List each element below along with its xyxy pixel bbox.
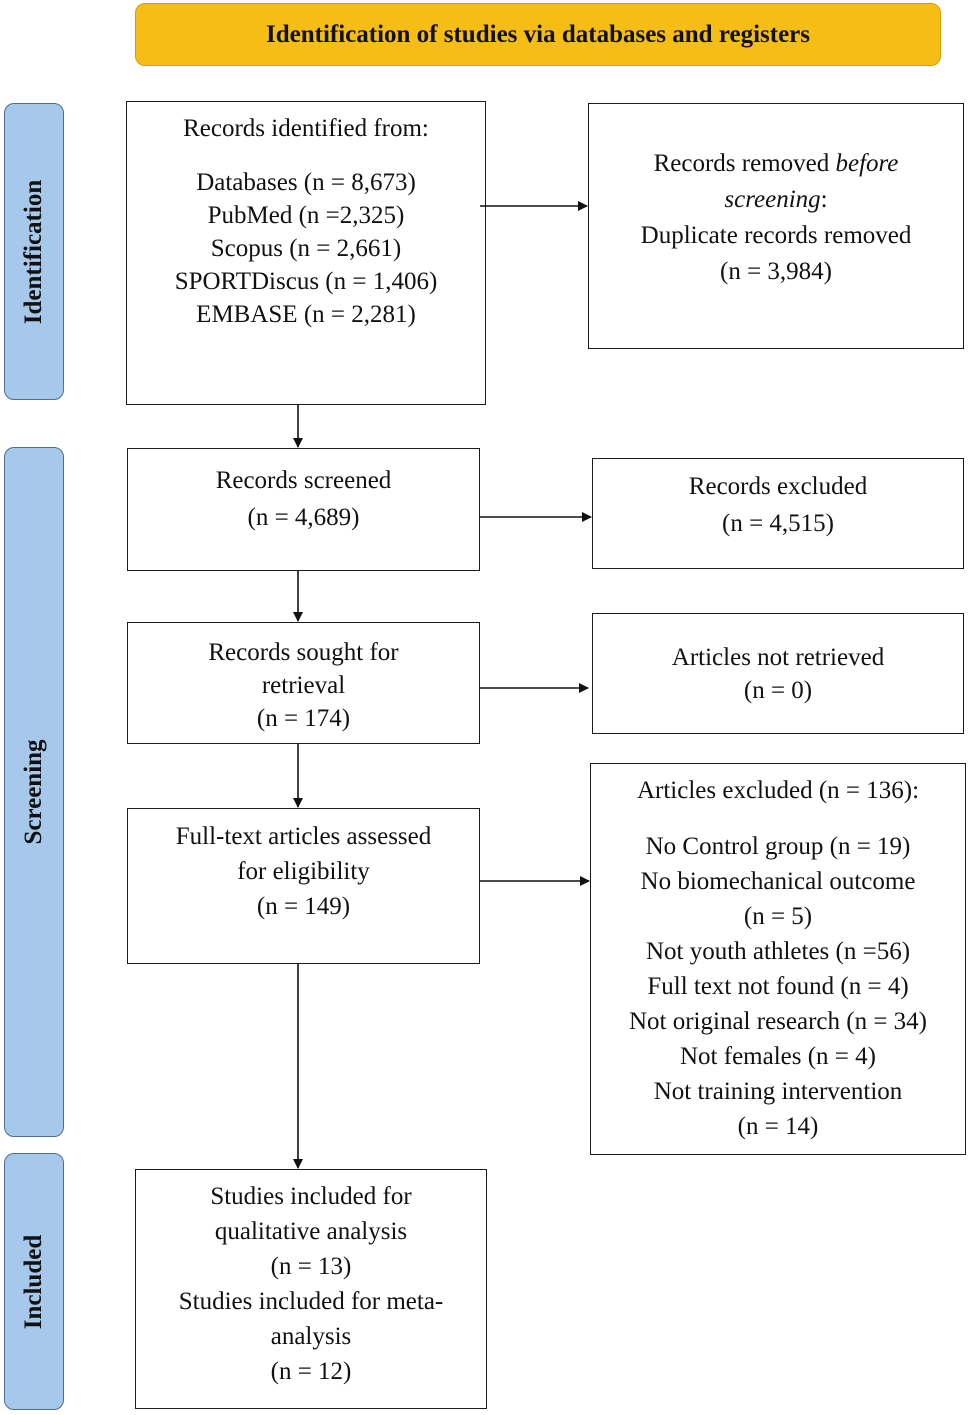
records-sought-line: retrieval <box>261 672 346 699</box>
records-sought-box: Records sought for retrieval (n = 174) <box>127 622 480 744</box>
records-sought-line: (n = 174) <box>256 705 351 732</box>
records-removed-line: Records removed before <box>589 146 963 182</box>
records-identified-line: Databases (n = 8,673) <box>196 169 416 196</box>
records-removed-italic: screening <box>724 186 821 213</box>
articles-excluded-title: Articles excluded (n = 136): <box>636 777 920 804</box>
articles-not-retrieved-box: Articles not retrieved (n = 0) <box>592 613 964 734</box>
studies-included-box: Studies included for qualitative analysi… <box>135 1169 487 1409</box>
articles-excluded-reason: No Control group (n = 19) <box>645 833 911 860</box>
records-identified-box: Records identified from: Databases (n = … <box>126 101 486 405</box>
fulltext-assessed-line: for eligibility <box>237 858 370 885</box>
records-screened-line: (n = 4,689) <box>247 504 360 531</box>
studies-included-line: (n = 12) <box>270 1358 352 1385</box>
records-removed-prefix: Records removed <box>653 150 836 177</box>
records-identified-line: Scopus (n = 2,661) <box>210 235 402 262</box>
articles-excluded-reason: (n = 5) <box>743 903 813 930</box>
fulltext-assessed-line: (n = 149) <box>256 893 351 920</box>
records-removed-box: Records removed before screening: Duplic… <box>588 103 964 349</box>
records-identified-line: PubMed (n =2,325) <box>207 202 405 229</box>
records-removed-line: screening: <box>589 182 963 218</box>
records-identified-line: SPORTDiscus (n = 1,406) <box>174 268 438 295</box>
phase-identification: Identification <box>4 103 64 400</box>
articles-excluded-reason: Not youth athletes (n =56) <box>645 938 911 965</box>
records-identified-title: Records identified from: <box>183 115 429 142</box>
studies-included-line: analysis <box>270 1323 352 1350</box>
records-screened-line: Records screened <box>215 467 392 494</box>
phase-screening: Screening <box>4 447 64 1137</box>
studies-included-line: Studies included for meta- <box>178 1288 444 1315</box>
records-removed-italic: before <box>835 150 899 177</box>
records-identified-line: EMBASE (n = 2,281) <box>196 301 416 328</box>
section-header-title: Identification of studies via databases … <box>265 20 810 48</box>
records-screened-box: Records screened (n = 4,689) <box>127 448 480 571</box>
records-excluded-line: Records excluded <box>688 473 868 500</box>
articles-not-retrieved-line: (n = 0) <box>743 677 813 704</box>
studies-included-line: Studies included for <box>210 1183 412 1210</box>
articles-excluded-reason: Full text not found (n = 4) <box>647 973 909 1000</box>
studies-included-line: qualitative analysis <box>214 1218 408 1245</box>
articles-excluded-reason: Not training intervention <box>653 1078 903 1105</box>
articles-excluded-reason: Not original research (n = 34) <box>628 1008 928 1035</box>
records-removed-suffix: : <box>820 186 828 213</box>
articles-not-retrieved-line: Articles not retrieved <box>671 644 885 671</box>
records-sought-line: Records sought for <box>208 639 399 666</box>
articles-excluded-reason: No biomechanical outcome <box>640 868 916 895</box>
phase-included: Included <box>4 1153 64 1410</box>
fulltext-assessed-box: Full-text articles assessed for eligibil… <box>127 808 480 964</box>
records-excluded-line: (n = 4,515) <box>722 510 834 537</box>
records-removed-line: (n = 3,984) <box>720 258 832 285</box>
section-header: Identification of studies via databases … <box>135 3 941 66</box>
records-removed-line: Duplicate records removed <box>640 222 912 249</box>
articles-excluded-box: Articles excluded (n = 136): No Control … <box>590 763 966 1155</box>
fulltext-assessed-line: Full-text articles assessed <box>175 823 432 850</box>
articles-excluded-reason: Not females (n = 4) <box>680 1043 876 1070</box>
records-excluded-box: Records excluded (n = 4,515) <box>592 458 964 569</box>
articles-excluded-reason: (n = 14) <box>737 1113 819 1140</box>
studies-included-line: (n = 13) <box>270 1253 352 1280</box>
